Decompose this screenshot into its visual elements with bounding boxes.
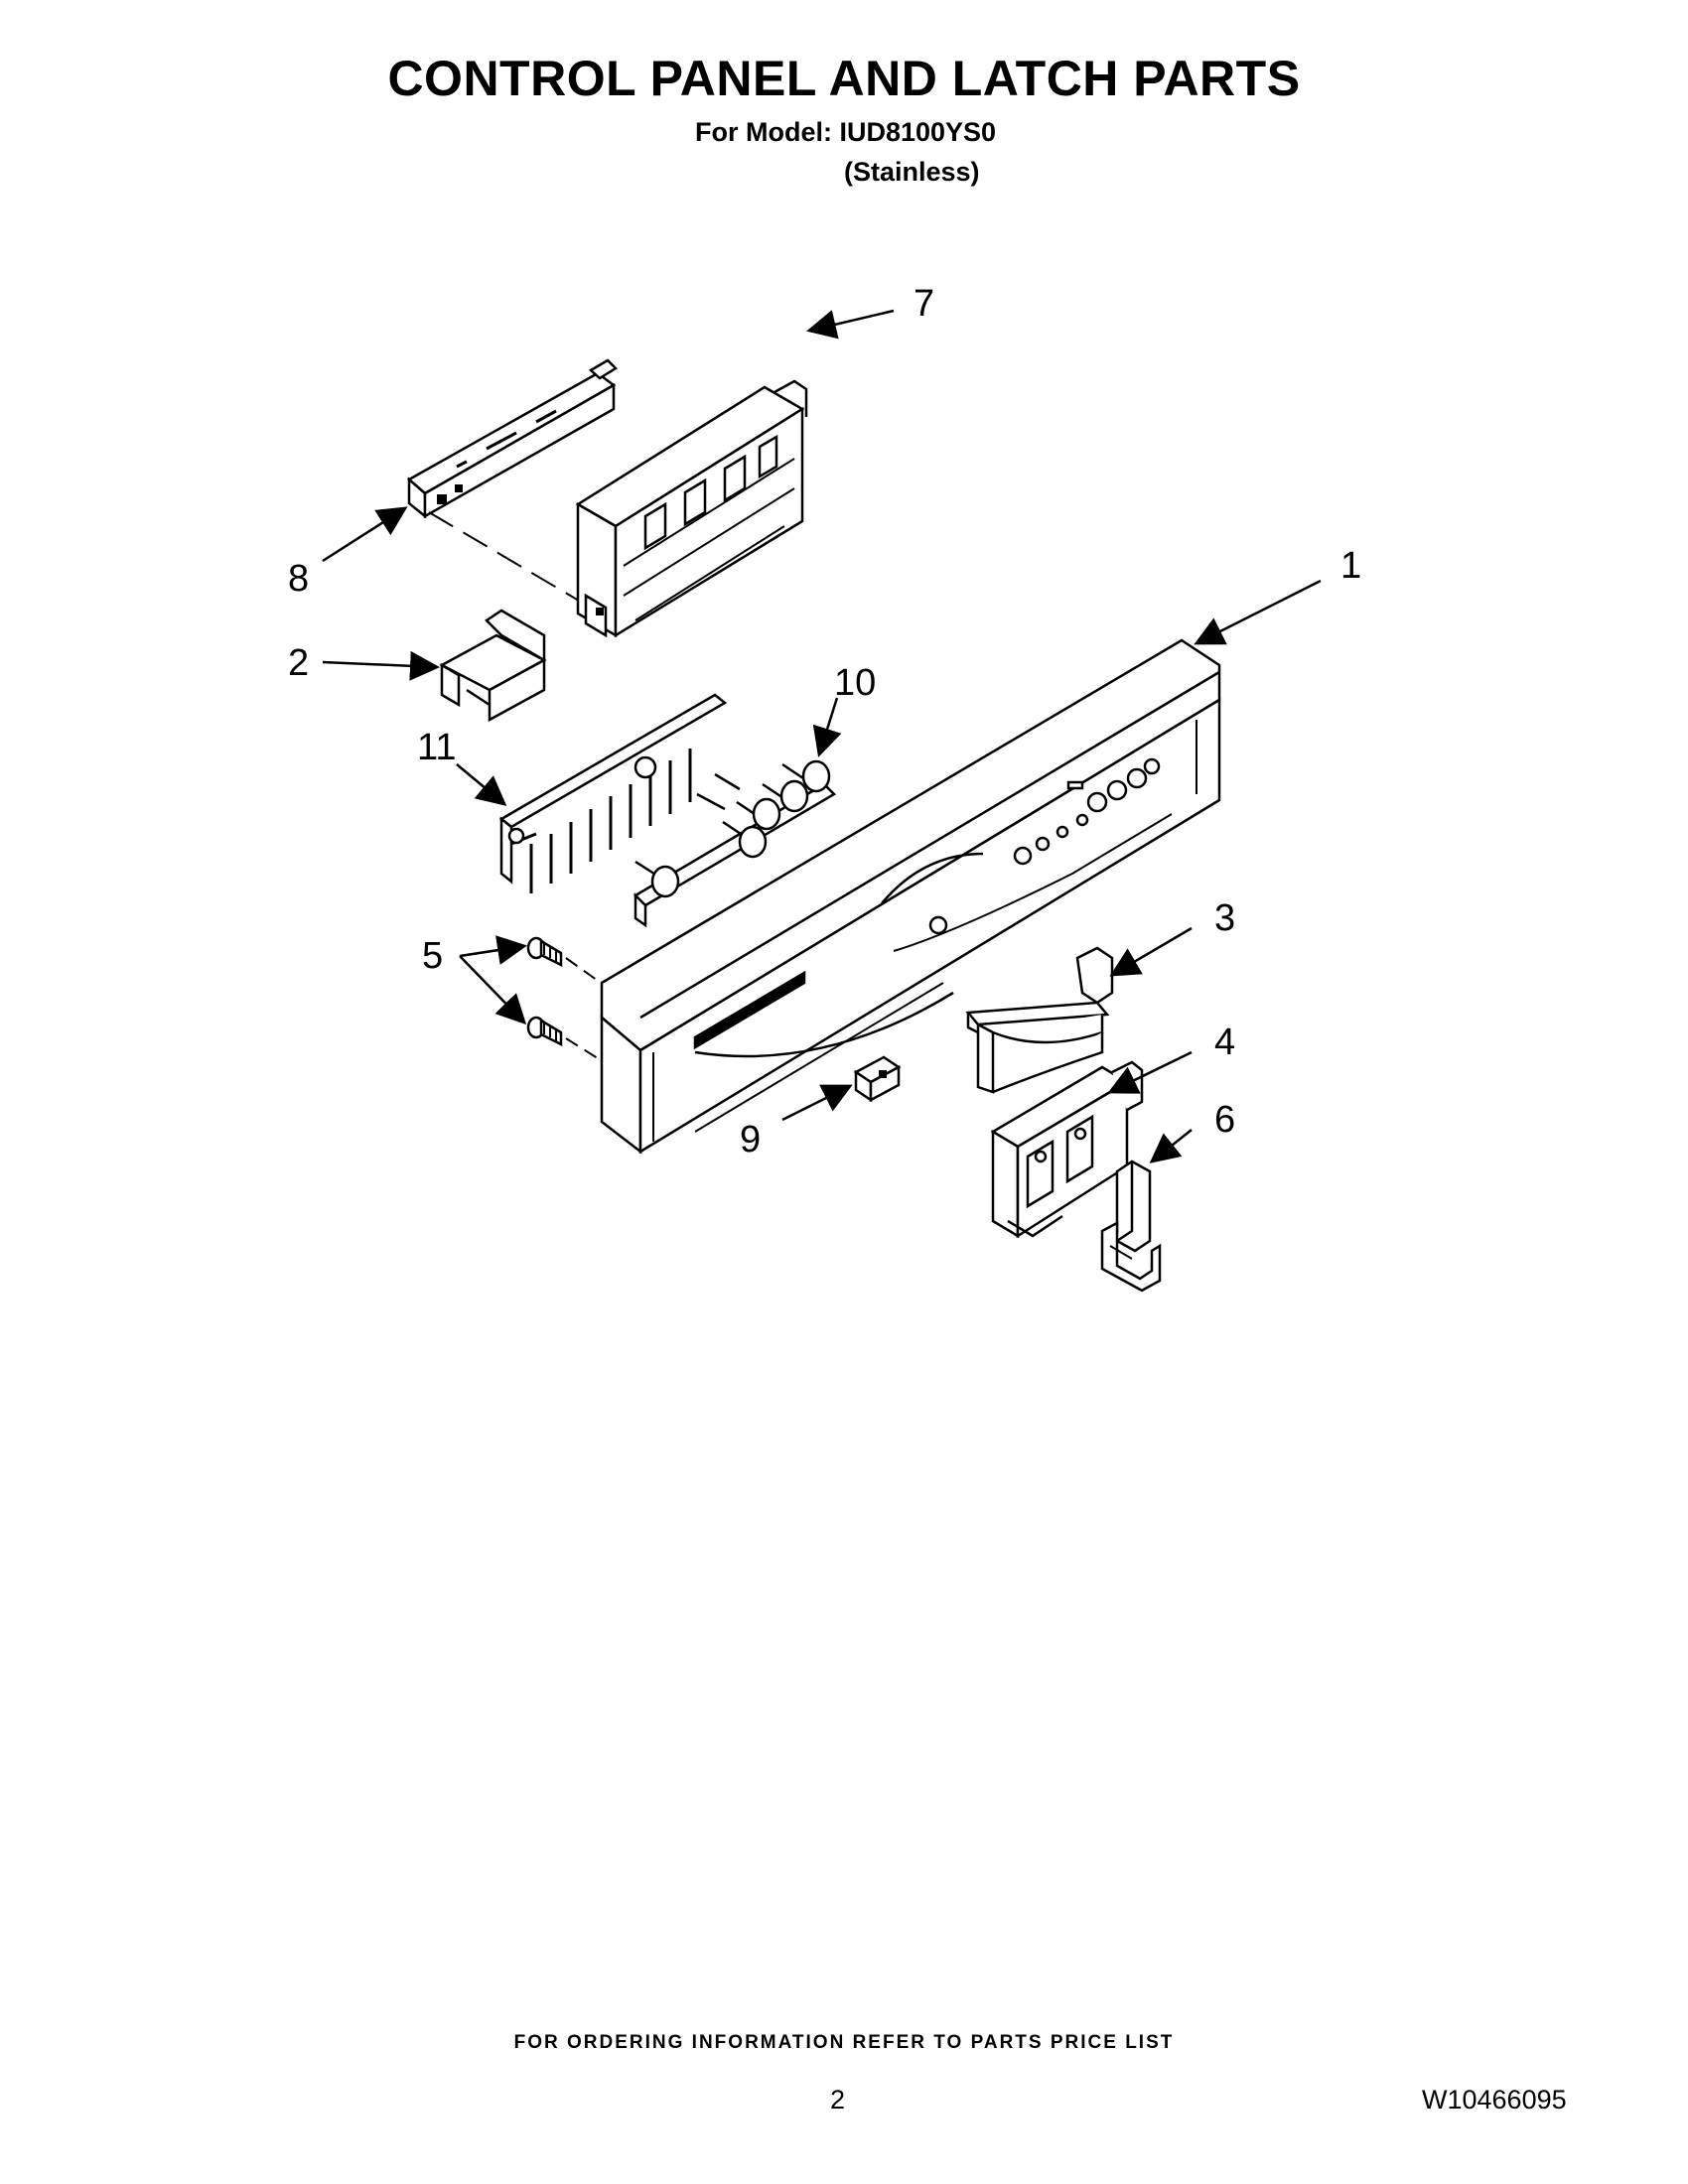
part-8-bracket: [406, 358, 618, 519]
callout-2: 2: [288, 642, 309, 684]
callout-4: 4: [1214, 1022, 1235, 1063]
part-7-control-board: [575, 379, 808, 638]
part-6-latch-hook: [1100, 1160, 1162, 1293]
callout-9: 9: [740, 1119, 761, 1160]
callout-8: 8: [288, 558, 309, 600]
callout-6: 6: [1214, 1099, 1235, 1141]
callout-7: 7: [914, 283, 934, 325]
screw-guide-line-upper: [565, 957, 602, 984]
part-11-button-bracket: [498, 693, 837, 928]
finish-label: (Stainless): [844, 157, 980, 187]
ordering-note: FOR ORDERING INFORMATION REFER TO PARTS …: [513, 2032, 1175, 2053]
page-number: 2: [830, 2085, 846, 2115]
screw-guide-line-lower: [565, 1037, 602, 1061]
part-4-latch: [990, 1060, 1144, 1239]
part-2-clip: [439, 609, 547, 723]
callout-3: 3: [1214, 897, 1235, 939]
assembly-guide-line: [428, 511, 585, 605]
callout-5: 5: [422, 935, 443, 977]
model-number: For Model: IUD8100YS0: [695, 117, 997, 147]
part-1-control-panel: [600, 638, 1221, 1155]
part-10-push-buttons: [634, 759, 831, 898]
callout-11: 11: [417, 727, 456, 768]
leader-arrows: [322, 309, 1322, 1163]
page-title: CONTROL PANEL AND LATCH PARTS: [387, 51, 1301, 106]
callout-10: 10: [834, 662, 876, 704]
part-3-handle: [965, 946, 1114, 1094]
document-number: W10466095: [1422, 2085, 1567, 2115]
part-5-screws: [526, 936, 563, 1047]
callout-1: 1: [1340, 545, 1361, 587]
part-9-switch: [853, 1055, 902, 1103]
